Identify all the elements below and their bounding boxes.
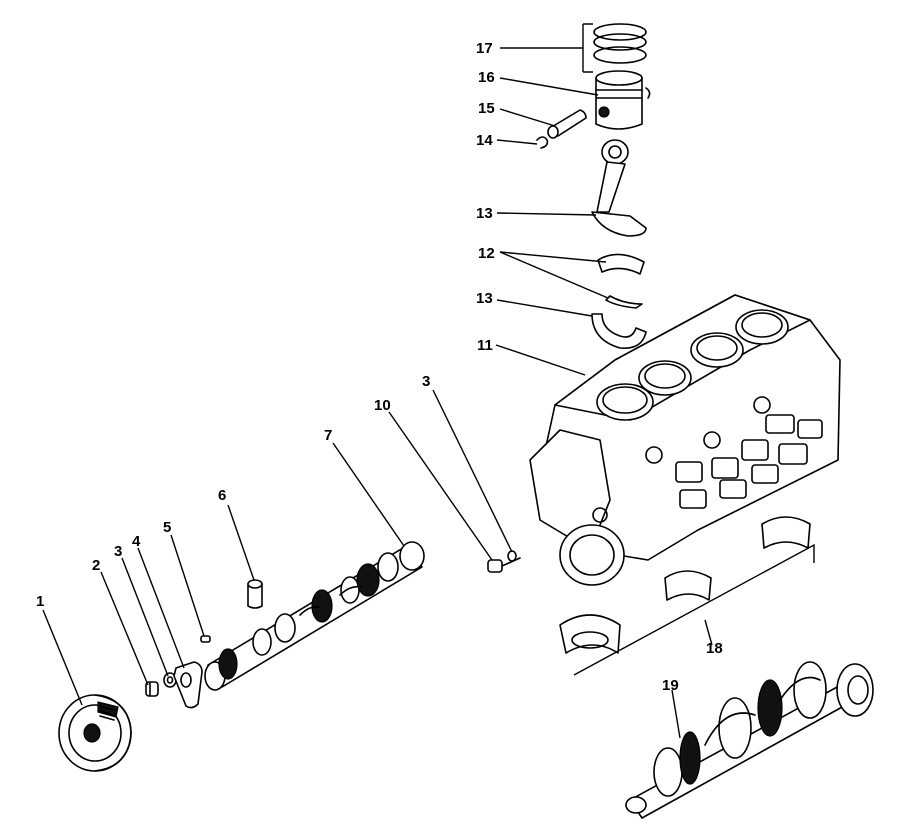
part-4-thrust-plate — [173, 661, 203, 709]
part-3-washer — [163, 672, 177, 688]
label-18: 18 — [706, 640, 723, 657]
label-16: 16 — [478, 69, 495, 86]
part-11-cylinder-block — [529, 294, 841, 586]
part-18-main-bearings — [559, 516, 811, 654]
part-3-washer-2 — [507, 550, 517, 562]
part-19-crankshaft — [625, 661, 874, 819]
label-2: 2 — [92, 557, 100, 574]
leader-lines — [42, 23, 815, 739]
label-14: 14 — [476, 132, 493, 149]
part-13-rod-cap — [591, 313, 647, 349]
label-3a: 3 — [114, 543, 122, 560]
label-19: 19 — [662, 677, 679, 694]
label-10: 10 — [374, 397, 391, 414]
part-2-bolt — [145, 681, 159, 697]
part-7-camshaft — [204, 541, 425, 691]
part-16-piston — [595, 70, 651, 130]
part-6-tappet — [247, 579, 263, 609]
part-12-rod-bearing-lower — [605, 295, 643, 309]
label-12: 12 — [478, 245, 495, 262]
label-13a: 13 — [476, 290, 493, 307]
label-3b: 3 — [422, 373, 430, 390]
label-17: 17 — [476, 40, 493, 57]
part-17-piston-rings — [593, 23, 647, 64]
part-13-connecting-rod — [591, 139, 647, 237]
part-15-piston-pin — [547, 109, 587, 139]
part-14-snap-ring — [536, 136, 549, 149]
label-13b: 13 — [476, 205, 493, 222]
label-1: 1 — [36, 593, 44, 610]
label-6: 6 — [218, 487, 226, 504]
callout-labels: 1 2 3 4 5 6 7 10 3 11 12 13 13 14 15 16 … — [36, 40, 723, 694]
part-5-key — [200, 635, 211, 643]
part-12-rod-bearing-upper — [597, 253, 645, 275]
label-7: 7 — [324, 427, 332, 444]
label-5: 5 — [163, 519, 171, 536]
part-10-bolt — [487, 557, 521, 573]
label-15: 15 — [478, 100, 495, 117]
label-11: 11 — [477, 337, 493, 354]
label-4: 4 — [132, 533, 141, 550]
block-side-windows — [675, 414, 823, 509]
part-1-timing-gear — [58, 694, 132, 772]
